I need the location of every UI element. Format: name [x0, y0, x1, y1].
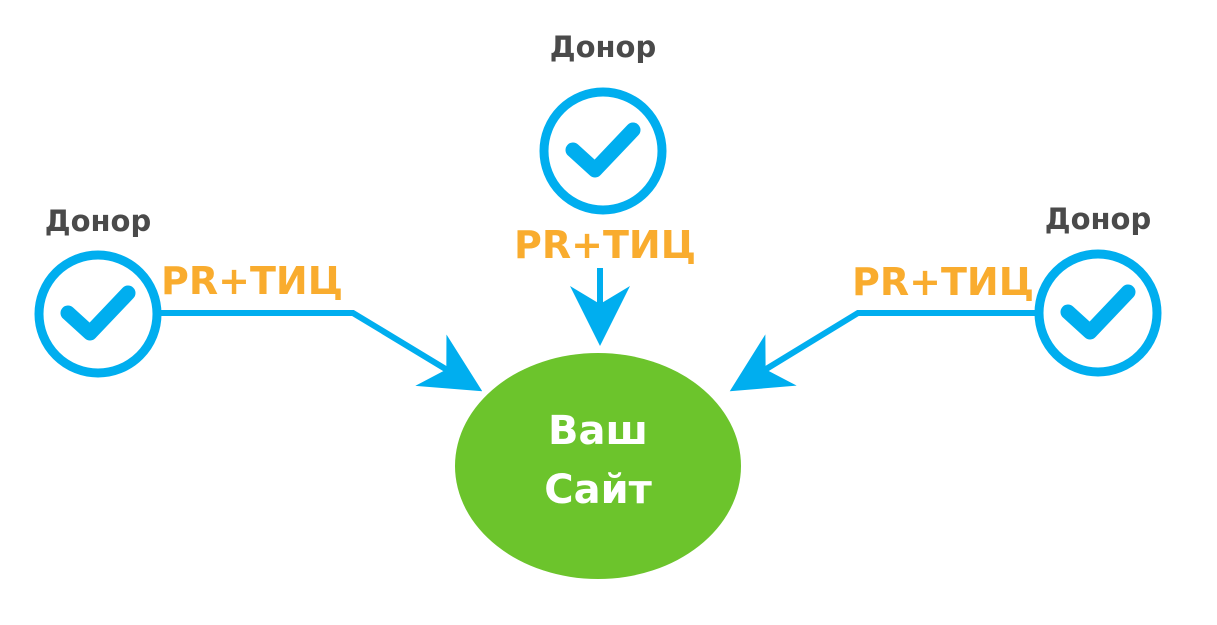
- flow-label: PR+ТИЦ: [852, 260, 1034, 304]
- donor-node-right: Донор PR+ТИЦ: [729, 202, 1162, 392]
- flow-arrow: [729, 310, 1036, 392]
- donor-label: Донор: [550, 30, 656, 64]
- flow-arrow: [160, 310, 483, 392]
- target-site-label-line2: Сайт: [544, 467, 652, 513]
- donor-label: Донор: [1045, 202, 1151, 236]
- flow-label: PR+ТИЦ: [161, 259, 343, 303]
- checkmark-icon: [565, 122, 641, 178]
- donor-label: Донор: [45, 204, 151, 238]
- target-site-node: Ваш Сайт: [455, 353, 741, 579]
- target-site-label-line1: Ваш: [548, 408, 648, 454]
- target-site-ellipse: [455, 353, 741, 579]
- donor-node-left: Донор PR+ТИЦ: [34, 204, 483, 392]
- checkmark-icon: [1060, 284, 1136, 340]
- checkmark-icon: [60, 285, 136, 341]
- flow-label: PR+ТИЦ: [514, 223, 696, 267]
- donor-node-center: Донор PR+ТИЦ: [514, 30, 696, 346]
